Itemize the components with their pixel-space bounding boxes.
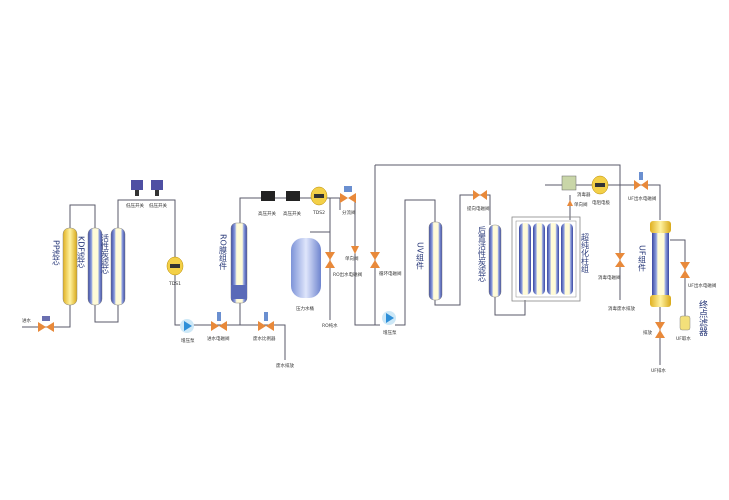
disinfect-drain-label: 消毒废水排放 [608,305,635,312]
uf-module [650,221,671,307]
pressure-tank [291,238,321,298]
uf-terminal-valve[interactable] [680,262,690,278]
resistivity-label: 电阻电极 [592,199,610,206]
flow-divider-valve[interactable] [340,186,356,203]
inlet-solenoid-valve[interactable] [211,312,227,331]
point-filter-label: 终点滤器 [697,299,708,336]
post-carbon-label: 后置活性炭滤芯 [478,225,487,282]
high-switch-1-label: 高压开关 [258,210,276,217]
uv-module-label: UV组件 [416,242,425,270]
check-valve-label: 单向阀 [345,255,359,262]
low-switch-1-label: 低压开关 [126,202,144,209]
waste-drain-label: 废水排放 [276,362,294,369]
check-valve-2[interactable] [567,200,573,206]
uf-inlet-solenoid-valve[interactable] [634,172,648,190]
inlet-valve-label: 进水电磁阀 [207,335,230,342]
drain-valve-label: 排放 [643,329,652,336]
circulation-solenoid-valve[interactable] [370,252,380,268]
tds1-label: TDS1 [168,281,181,287]
uf-module-label: UF组件 [638,245,647,272]
low-switch-2-label: 低压开关 [149,202,167,209]
ro-membrane-module [230,222,248,304]
high-pressure-switch-1 [261,191,275,201]
resistivity-electrode [591,175,609,195]
uf-water-label: UF取水 [676,335,691,342]
ro-water-label: RO纯水 [322,322,338,329]
post-carbon-filter [488,224,502,298]
tds2-meter [310,186,328,206]
check-valve2-label: 单向阀 [574,201,588,208]
flow-valve-label: 分流阀 [342,209,356,216]
tds2-label: TDS2 [312,210,325,216]
ultra-pure-column-group [511,216,581,302]
check-valve[interactable] [351,246,359,254]
circulation-pump[interactable] [382,311,396,325]
disinfect-valve-label: 消毒电磁阀 [598,274,621,281]
ro-module-label: RO膜组件 [219,234,228,271]
high-pressure-switch-2 [286,191,300,201]
ro-outlet-solenoid-valve[interactable] [325,252,335,268]
point-of-use-filter [679,315,691,331]
waste-ratio-label: 废水比例器 [253,335,276,342]
kdf-filter-label: KDF滤芯 [77,236,86,268]
pressure-tank-label: 压力水桶 [296,305,314,312]
ultra-column-label: 超纯化柱组 [581,232,590,273]
carbon-filter-label: 活性炭滤芯 [101,233,110,274]
drain-valve[interactable] [655,322,665,338]
inlet-manual-valve[interactable] [38,316,54,332]
circ-valve-label: 循环电磁阀 [379,270,402,277]
ro-outlet-valve-label: RO出水电磁阀 [333,271,363,278]
direction-solenoid-valve[interactable] [473,190,487,200]
high-switch-2-label: 高压开关 [283,210,301,217]
low-pressure-switch-1 [131,180,143,196]
uf-out-label: UF排水 [651,367,666,374]
booster-pump-label: 增压泵 [181,337,195,344]
carbon-filter-vessel [110,227,126,306]
kdf-filter-vessel [87,227,103,306]
raw-water-label: 进水 [22,317,31,324]
booster-pump[interactable] [180,319,194,333]
uf-terminal-valve-label: UF出水电磁阀 [688,282,717,289]
disinfect-solenoid-valve[interactable] [615,253,625,267]
uf-valve-label: UF出水电磁阀 [628,195,657,202]
disinfector [561,175,577,191]
circ-pump-label: 增压泵 [383,329,397,336]
low-pressure-switch-2 [151,180,163,196]
pp-filter-vessel [62,227,78,306]
tds1-meter [166,256,184,276]
pp-filter-label: PP滤芯 [52,240,61,266]
uv-module [428,221,443,301]
change-valve-label: 提向电磁阀 [467,205,490,212]
waste-ratio-valve[interactable] [258,312,274,331]
ozone-label: 消毒器 [577,191,591,198]
